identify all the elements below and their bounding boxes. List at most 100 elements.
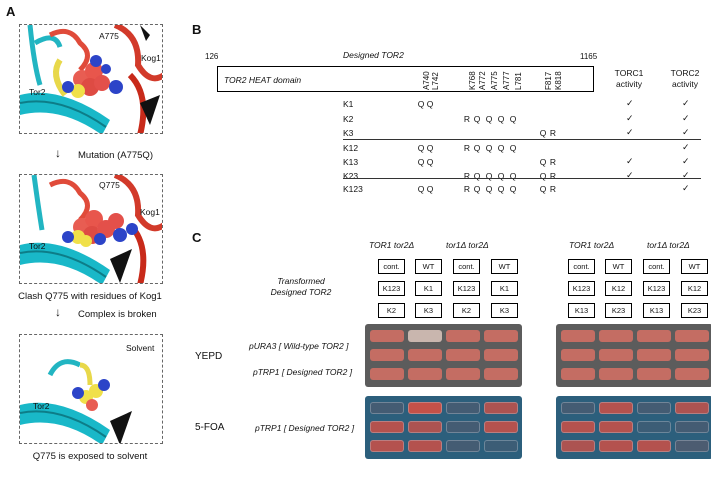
mutation-cell: Q: [473, 114, 481, 124]
torc1-activity-header: TORC1 activity: [606, 68, 652, 90]
mutation-cell: R: [463, 143, 471, 153]
row-name-k23: K23: [343, 171, 359, 181]
mutation-cell: Q: [539, 128, 547, 138]
torc1-check-icon: ✓: [626, 98, 634, 108]
yeast-streak-foa: [370, 440, 404, 452]
row-name-k13: K13: [343, 157, 359, 167]
yeast-streak-foa: [484, 421, 518, 433]
yeast-streak-foa: [484, 440, 518, 452]
row-name-k2: K2: [343, 114, 354, 124]
mutation-cell: Q: [485, 143, 493, 153]
plasmid-box-k3: K3: [491, 303, 518, 318]
torc2-check-icon: ✓: [682, 170, 690, 180]
mutation-cell: Q: [509, 114, 517, 124]
mutation-cell: Q: [417, 143, 425, 153]
yeast-streak: [561, 330, 595, 342]
plasmid-box-k123: K123: [643, 281, 670, 296]
molecule-mutant-image: [20, 175, 162, 283]
yeast-streak: [370, 368, 404, 380]
plasmid-box-k123: K123: [568, 281, 595, 296]
yeast-streak: [599, 368, 633, 380]
mutation-cell: Q: [497, 143, 505, 153]
molecule-exposed-image: [20, 359, 132, 443]
torc2-check-icon: ✓: [682, 113, 690, 123]
yeast-streak: [408, 349, 442, 361]
transformed-label-2: Designed TOR2: [270, 287, 332, 297]
yeast-streak-foa: [370, 421, 404, 433]
mutation-cell: Q: [497, 171, 505, 181]
yeast-streak-foa: [370, 402, 404, 414]
yeast-streak: [675, 349, 709, 361]
plasmid-box-k2: K2: [378, 303, 405, 318]
yeast-streak: [484, 349, 518, 361]
mutation-header-a777: A777: [502, 71, 511, 90]
torc2-activity-header: TORC2 activity: [662, 68, 708, 90]
genotype-right-2: tor1Δ tor2Δ: [647, 240, 690, 250]
plasmid-box-cont: cont.: [643, 259, 670, 274]
plasmid-box-k13: K13: [643, 303, 670, 318]
genotype-left-2: tor1Δ tor2Δ: [446, 240, 489, 250]
caption-clash: Clash Q775 with residues of Kog1: [18, 291, 162, 302]
yeast-streak: [484, 330, 518, 342]
yeast-streak-foa: [446, 402, 480, 414]
yeast-streak-foa: [599, 402, 633, 414]
yeast-streak-foa: [599, 421, 633, 433]
mutation-cell: Q: [485, 184, 493, 194]
yepd-label: YEPD: [195, 351, 223, 362]
mutation-cell: Q: [485, 171, 493, 181]
torc2-check-icon: ✓: [682, 98, 690, 108]
label-q775: Q775: [99, 180, 120, 190]
yeast-streak-foa: [446, 440, 480, 452]
mutation-cell: Q: [426, 143, 434, 153]
mutation-header-a775: A775: [490, 71, 499, 90]
yeast-streak: [675, 368, 709, 380]
yeast-streak-foa: [561, 440, 595, 452]
plasmid-box-wt: WT: [491, 259, 518, 274]
plasmid-box-k3: K3: [415, 303, 442, 318]
mutation-cell: Q: [426, 184, 434, 194]
yeast-streak-foa: [408, 440, 442, 452]
plasmid-box-k12: K12: [681, 281, 708, 296]
plasmid-box-cont: cont.: [378, 259, 405, 274]
foa-plate-right: [556, 396, 711, 459]
caption-exposed: Q775 is exposed to solvent: [32, 451, 148, 462]
yeast-streak-foa: [484, 402, 518, 414]
row-name-k1: K1: [343, 99, 354, 109]
mutation-cell: R: [549, 157, 557, 167]
yeast-streak-foa: [408, 421, 442, 433]
torc2-check-icon: ✓: [682, 142, 690, 152]
yeast-streak: [484, 368, 518, 380]
mutation-cell: Q: [417, 184, 425, 194]
molecule-wildtype-image: [20, 25, 162, 133]
yeast-streak: [370, 330, 404, 342]
torc1-line2: activity: [616, 79, 642, 89]
yeast-streak-foa: [675, 421, 709, 433]
yeast-streak-foa: [637, 440, 671, 452]
yeast-streak-foa: [637, 402, 671, 414]
torc2-line1: TORC2: [670, 68, 700, 78]
yeast-streak: [561, 368, 595, 380]
yeast-streak-foa: [408, 402, 442, 414]
mutation-cell: Q: [473, 171, 481, 181]
mutation-cell: Q: [473, 143, 481, 153]
mutation-cell: Q: [426, 99, 434, 109]
plasmid-box-k1: K1: [415, 281, 442, 296]
label-tor2-mid: Tor2: [29, 241, 46, 251]
mutation-cell: Q: [417, 157, 425, 167]
torc1-line1: TORC1: [614, 68, 644, 78]
mutation-cell: Q: [497, 184, 505, 194]
domain-end: 1165: [580, 52, 598, 61]
mutation-cell: R: [463, 171, 471, 181]
torc2-check-icon: ✓: [682, 183, 690, 193]
genotype-left-1: TOR1 tor2Δ: [369, 240, 415, 250]
plasmid-box-wt: WT: [605, 259, 632, 274]
yeast-streak-foa: [561, 402, 595, 414]
row-name-k3: K3: [343, 128, 354, 138]
yeast-streak-foa: [675, 440, 709, 452]
structure-solvent-exposed: Solvent Tor2: [19, 334, 163, 444]
mutation-cell: Q: [473, 184, 481, 194]
yeast-streak-foa: [675, 402, 709, 414]
label-kog1-mid: Kog1: [140, 207, 160, 217]
label-solvent: Solvent: [126, 343, 155, 353]
yeast-streak: [370, 349, 404, 361]
